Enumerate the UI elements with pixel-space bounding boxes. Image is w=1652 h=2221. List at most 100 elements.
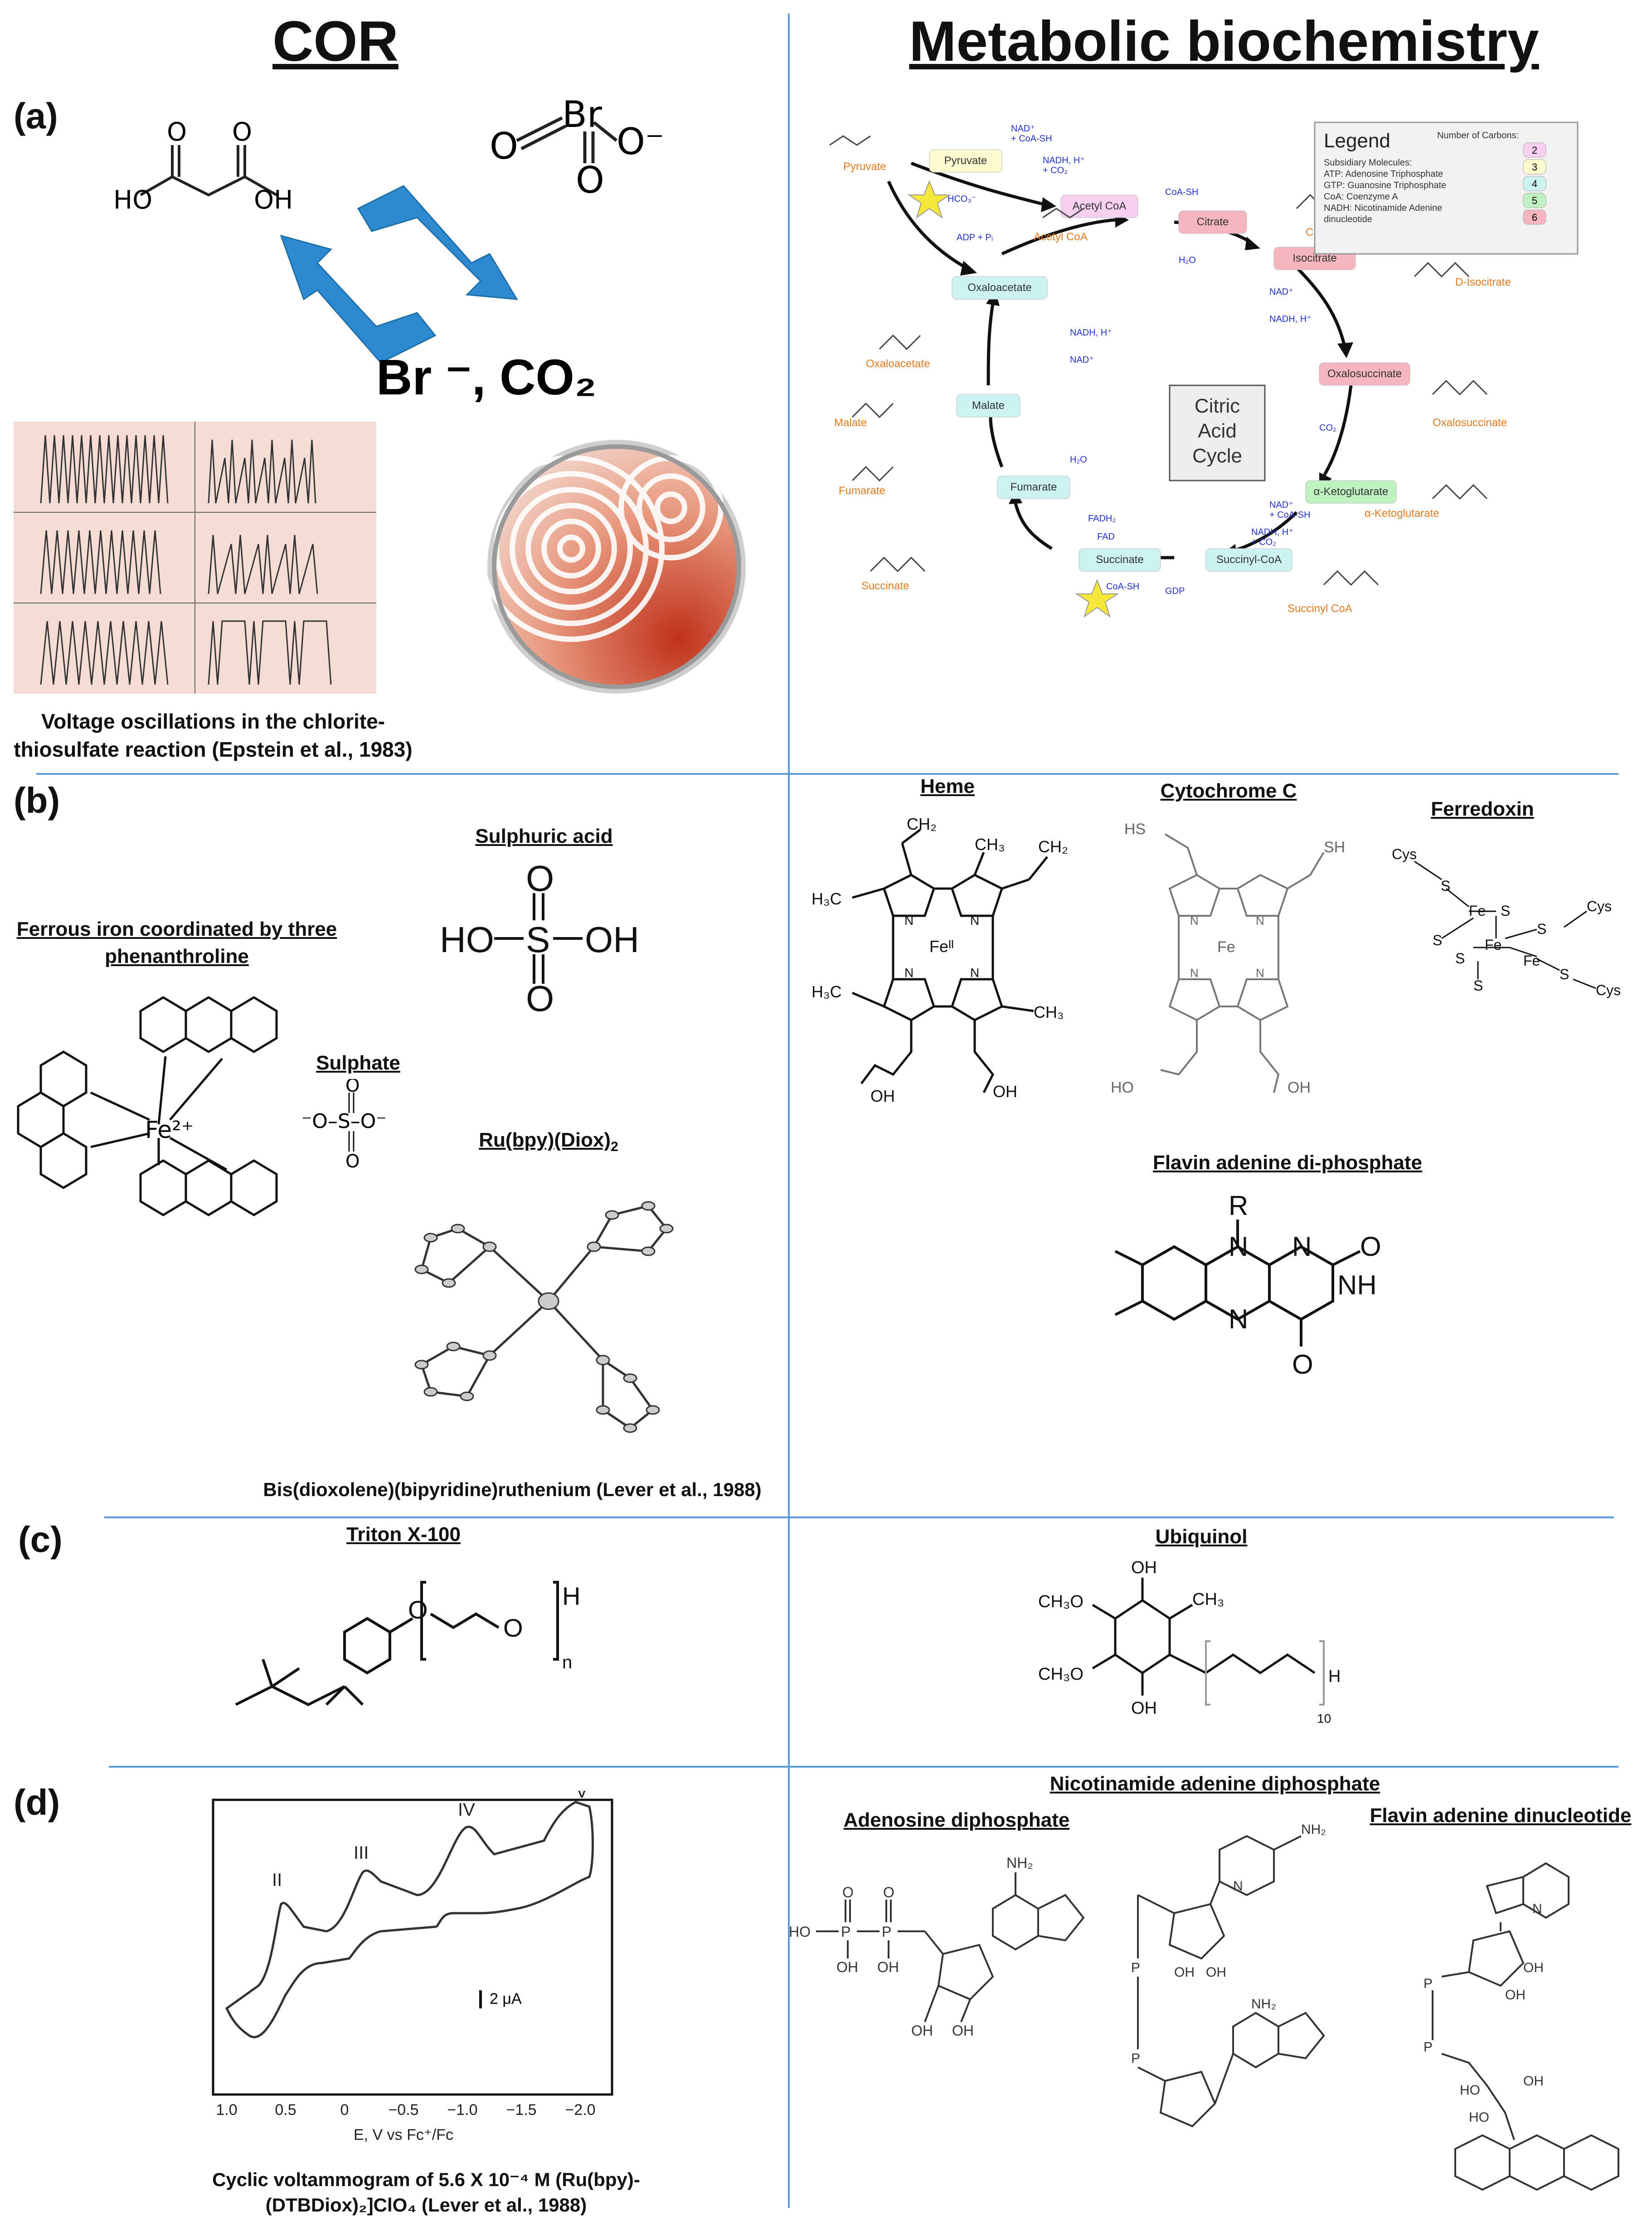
fdx-fe-3: Fe (1523, 953, 1540, 969)
cofactor-h2o-2: H₂O (1070, 455, 1087, 465)
nadp-structure: NH₂ P P OH OH NH₂ N (1131, 1822, 1326, 2128)
adp-p2: P (882, 1924, 891, 1940)
cofactor-nadh-4: NADH, H⁺ (1070, 328, 1112, 338)
adp-o2: O (883, 1884, 894, 1900)
sulphate-o-top: O (345, 1079, 360, 1096)
fe2-ion: Fe²⁺ (145, 1117, 194, 1144)
heme-n4: N (970, 966, 979, 980)
legend-title: Legend (1324, 130, 1390, 152)
heme-structure: CH₂ CH₃ CH₂ H₃C H₃C CH₃ Feᴵᴵ N N N N OH … (811, 815, 1068, 1105)
cv-tick-2: 0.5 (275, 2101, 296, 2119)
nadp-oh2: OH (1206, 1965, 1226, 1980)
sulph-oh: OH (585, 919, 639, 960)
fdx-s-1: S (1441, 878, 1450, 894)
heme-oh-right: OH (993, 1082, 1017, 1101)
label-fumarate: Fumarate (839, 485, 885, 497)
divider-b-c (104, 1516, 1614, 1518)
legend-carbons-title: Number of Carbons: (1437, 131, 1519, 141)
panel-label-c: (c) (18, 1519, 63, 1560)
triton-structure: O O H n (235, 1581, 580, 1706)
cofactor-fadh2: FADH₂ (1088, 514, 1116, 524)
heme-ch2-right: CH₂ (1038, 837, 1068, 856)
panel-label-b: (b) (14, 780, 60, 821)
title-fad-dinucleotide: Flavin adenine dinucleotide (1370, 1804, 1632, 1827)
malonic-o1: O (167, 117, 187, 147)
cyt-ho: HO (1111, 1079, 1134, 1096)
node-succinate: Succinate (1096, 554, 1143, 566)
fad-p1: P (1424, 1976, 1433, 1991)
title-sulphate: Sulphate (316, 1052, 400, 1074)
bromate-o-left: O (490, 125, 518, 167)
cofactor-coash-2: CoA-SH (1165, 187, 1198, 197)
bromate-structure (516, 116, 618, 163)
heme-n2: N (970, 914, 979, 928)
nadp-nh2-top: NH₂ (1301, 1822, 1326, 1837)
node-oxalosuccinate: Oxalosuccinate (1327, 368, 1402, 380)
title-cytochrome-c: Cytochrome C (1160, 780, 1297, 802)
panel-label-d: (d) (14, 1782, 60, 1822)
gtp-star-icon (1075, 579, 1119, 618)
vertical-divider (788, 14, 790, 2208)
divider-a-b (36, 773, 1618, 775)
title-ferredoxin: Ferredoxin (1431, 798, 1534, 820)
cycle-arrows (280, 185, 518, 364)
cofactor-nadh-2: NADH, H⁺ (1269, 314, 1312, 324)
node-citrate: Citrate (1197, 216, 1229, 228)
legend-line-5: NADH: Nicotinamide Adenine (1324, 203, 1442, 213)
fdx-cys-2: Cys (1587, 898, 1612, 914)
fdx-s-3: S (1433, 932, 1442, 948)
heme-n3: N (904, 966, 913, 980)
nadp-oh1: OH (1174, 1965, 1195, 1980)
triton-n: n (562, 1652, 572, 1672)
atp-star-icon (907, 180, 952, 219)
ubi-ch3o-2: CH₃O (1038, 1665, 1084, 1684)
adp-p1: P (841, 1924, 850, 1940)
label-pyruvate: Pyruvate (843, 160, 886, 173)
title-adp: Adenosine diphosphate (843, 1809, 1070, 1831)
cyclic-voltammogram: II III IV V 2 μA 1.0 0.5 0 −0.5 −1.0 −1.… (212, 1791, 613, 2143)
cv-caption: Cyclic voltammogram of 5.6 X 10⁻⁴ M (Ru(… (109, 2167, 743, 2218)
panel-label-a: (a) (14, 96, 58, 136)
cofactor-co2-1: + CO₂ (1043, 165, 1068, 175)
legend-line-3: GTP: Guanosine Triphosphate (1324, 180, 1446, 190)
malonic-oh: OH (254, 185, 293, 215)
malonic-o2: O (232, 117, 252, 147)
cv-caption-line1: Cyclic voltammogram of 5.6 X 10⁻⁴ M (Ru(… (212, 2169, 640, 2190)
title-rubpy-sub: 2 (611, 1139, 618, 1154)
fdx-s-6: S (1473, 977, 1483, 994)
sulph-o-bottom: O (526, 978, 554, 1019)
flavin-structure: R N N N O NH O (1114, 1191, 1381, 1380)
cofactor-nad-2: NAD⁺ (1269, 287, 1293, 297)
cv-tick-5: −1.0 (447, 2101, 477, 2119)
node-alpha-ketoglutarate: α-Ketoglutarate (1314, 486, 1389, 498)
sulph-ho: HO (440, 919, 494, 960)
cofactor-co2-2: CO₂ (1319, 423, 1336, 433)
divider-c-d (109, 1766, 1618, 1768)
cofactor-nadh-3: NADH, H⁺ (1251, 527, 1293, 537)
fdx-s-4: S (1537, 921, 1546, 937)
cofactor-nad-4: NAD⁺ (1070, 355, 1094, 365)
cyt-hs: HS (1124, 821, 1146, 838)
cv-peak-ii: II (272, 1870, 282, 1890)
heme-oh-left: OH (870, 1087, 895, 1105)
cofactor-coash-1: + CoA-SH (1011, 134, 1052, 144)
fdx-fe-2: Fe (1485, 937, 1501, 953)
bz-petri-dish-image (481, 440, 746, 694)
cv-peak-v: V (576, 1791, 588, 1802)
header-metabolic: Metabolic biochemistry (909, 10, 1539, 73)
cv-scale-bar: 2 μA (490, 1990, 522, 2007)
ubi-ch3o-1: CH₃O (1038, 1592, 1084, 1611)
cor-reaction-scheme: HO OH O O O Br O⁻ O Br ⁻, CO₂ (113, 93, 664, 405)
sulphate-structure: ⁻O–S–O⁻ O O (301, 1079, 387, 1170)
malonic-acid-structure (140, 145, 277, 197)
sulphuric-acid-structure: HO S OH O O (440, 858, 639, 1019)
heme-ch2-left: CH₂ (907, 815, 937, 833)
label-akg: α-Ketoglutarate (1365, 507, 1439, 520)
cofactor-gdp: GDP (1165, 586, 1185, 596)
oscillation-caption-line1: Voltage oscillations in the chlorite- (41, 710, 385, 733)
fad-ho1: HO (1460, 2083, 1480, 2098)
nadp-p1: P (1131, 1960, 1140, 1975)
fad-ho2: HO (1469, 2110, 1489, 2125)
nadp-nh2-bottom: NH₂ (1251, 1997, 1276, 2012)
adp-nh2: NH₂ (1006, 1855, 1033, 1871)
